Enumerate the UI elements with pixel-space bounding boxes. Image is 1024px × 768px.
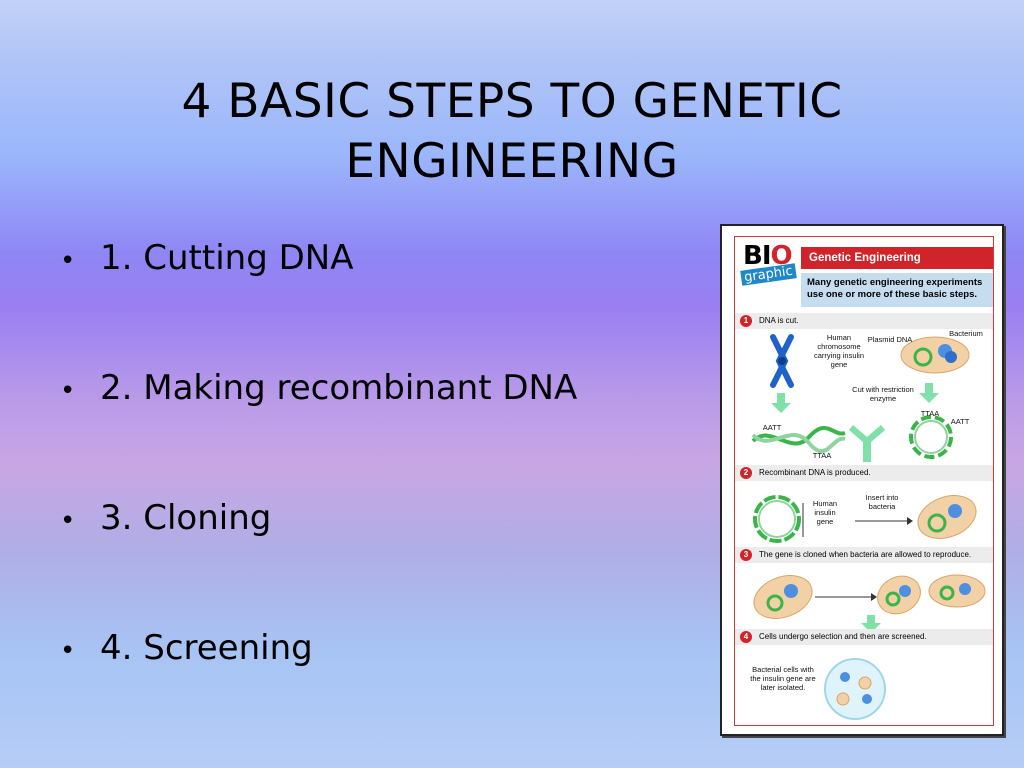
bacterium-icon (900, 336, 970, 374)
bullet-text: 1. Cutting DNA (100, 238, 354, 278)
figure-intro: Many genetic engineering experiments use… (801, 273, 993, 307)
cut-plasmid-icon (909, 415, 953, 459)
label-seq-aatt-left: AATT (762, 423, 782, 432)
bullet-item-3: • 3. Cloning (60, 498, 577, 628)
label-plasmid-dna: Plasmid DNA (867, 335, 913, 344)
logo-letter-i: I (761, 241, 772, 271)
slide-title: 4 BASIC STEPS TO GENETIC ENGINEERING (0, 72, 1024, 192)
bullet-dot: • (60, 506, 76, 536)
bullet-dot: • (60, 636, 76, 666)
bacterium-recombinant-icon (917, 495, 977, 539)
bullet-list: • 1. Cutting DNA • 2. Making recombinant… (60, 238, 577, 758)
figure-border: BIO graphic Genetic Engineering Many gen… (734, 236, 994, 726)
step-text: The gene is cloned when bacteria are all… (759, 550, 972, 559)
step-text: Recombinant DNA is produced. (759, 468, 871, 477)
step-2-bar: 2 Recombinant DNA is produced. (735, 465, 993, 481)
step-number-badge: 4 (740, 631, 752, 643)
slide-title-line-1: 4 BASIC STEPS TO GENETIC (181, 74, 843, 129)
dna-fragment-icon (751, 426, 846, 453)
slide-title-line-2: ENGINEERING (345, 134, 679, 189)
bullet-text: 3. Cloning (100, 498, 272, 538)
step-3-bar: 3 The gene is cloned when bacteria are a… (735, 547, 993, 563)
label-cut-with: Cut with restriction enzyme (852, 385, 914, 403)
restriction-enzyme-icon (849, 425, 885, 462)
step-number-badge: 3 (740, 549, 752, 561)
bullet-item-2: • 2. Making recombinant DNA (60, 368, 577, 498)
petri-dish-icon (824, 658, 886, 720)
bullet-dot: • (60, 246, 76, 276)
bullet-dot: • (60, 376, 76, 406)
bacterium-daughter-icon (877, 574, 986, 615)
label-insert-into: Insert into bacteria (865, 493, 899, 511)
step-number-badge: 2 (740, 467, 752, 479)
logo-letter-b: B (743, 241, 763, 271)
recombinant-plasmid-icon (753, 495, 804, 543)
step-text: DNA is cut. (759, 316, 799, 325)
bullet-item-1: • 1. Cutting DNA (60, 238, 577, 368)
figure-header: Genetic Engineering (801, 247, 993, 269)
figure-artwork (751, 334, 986, 720)
biographic-logo: BIO graphic (737, 239, 801, 286)
bullet-item-4: • 4. Screening (60, 628, 577, 758)
genetic-engineering-figure: BIO graphic Genetic Engineering Many gen… (720, 224, 1004, 736)
label-bacterial-cells: Bacterial cells with the insulin gene ar… (750, 665, 816, 692)
label-human-chromosome: Human chromosome carrying insulin gene (813, 333, 865, 369)
down-arrow-icon (771, 383, 939, 413)
label-human-insulin-gene: Human insulin gene (812, 499, 838, 526)
step-1-bar: 1 DNA is cut. (735, 313, 993, 329)
label-seq-ttaa-right: TTAA (920, 409, 940, 418)
label-seq-aatt-right: AATT (950, 417, 970, 426)
bacterium-parent-icon (753, 575, 813, 619)
label-bacterium: Bacterium (949, 329, 983, 338)
bullet-text: 2. Making recombinant DNA (100, 368, 578, 408)
step-4-bar: 4 Cells undergo selection and then are s… (735, 629, 993, 645)
label-seq-ttaa-left: TTAA (812, 451, 832, 460)
chromosome-icon (770, 334, 794, 388)
step-number-badge: 1 (740, 315, 752, 327)
down-arrow-icon (861, 615, 881, 633)
step-text: Cells undergo selection and then are scr… (759, 632, 927, 641)
bullet-text: 4. Screening (100, 628, 313, 668)
